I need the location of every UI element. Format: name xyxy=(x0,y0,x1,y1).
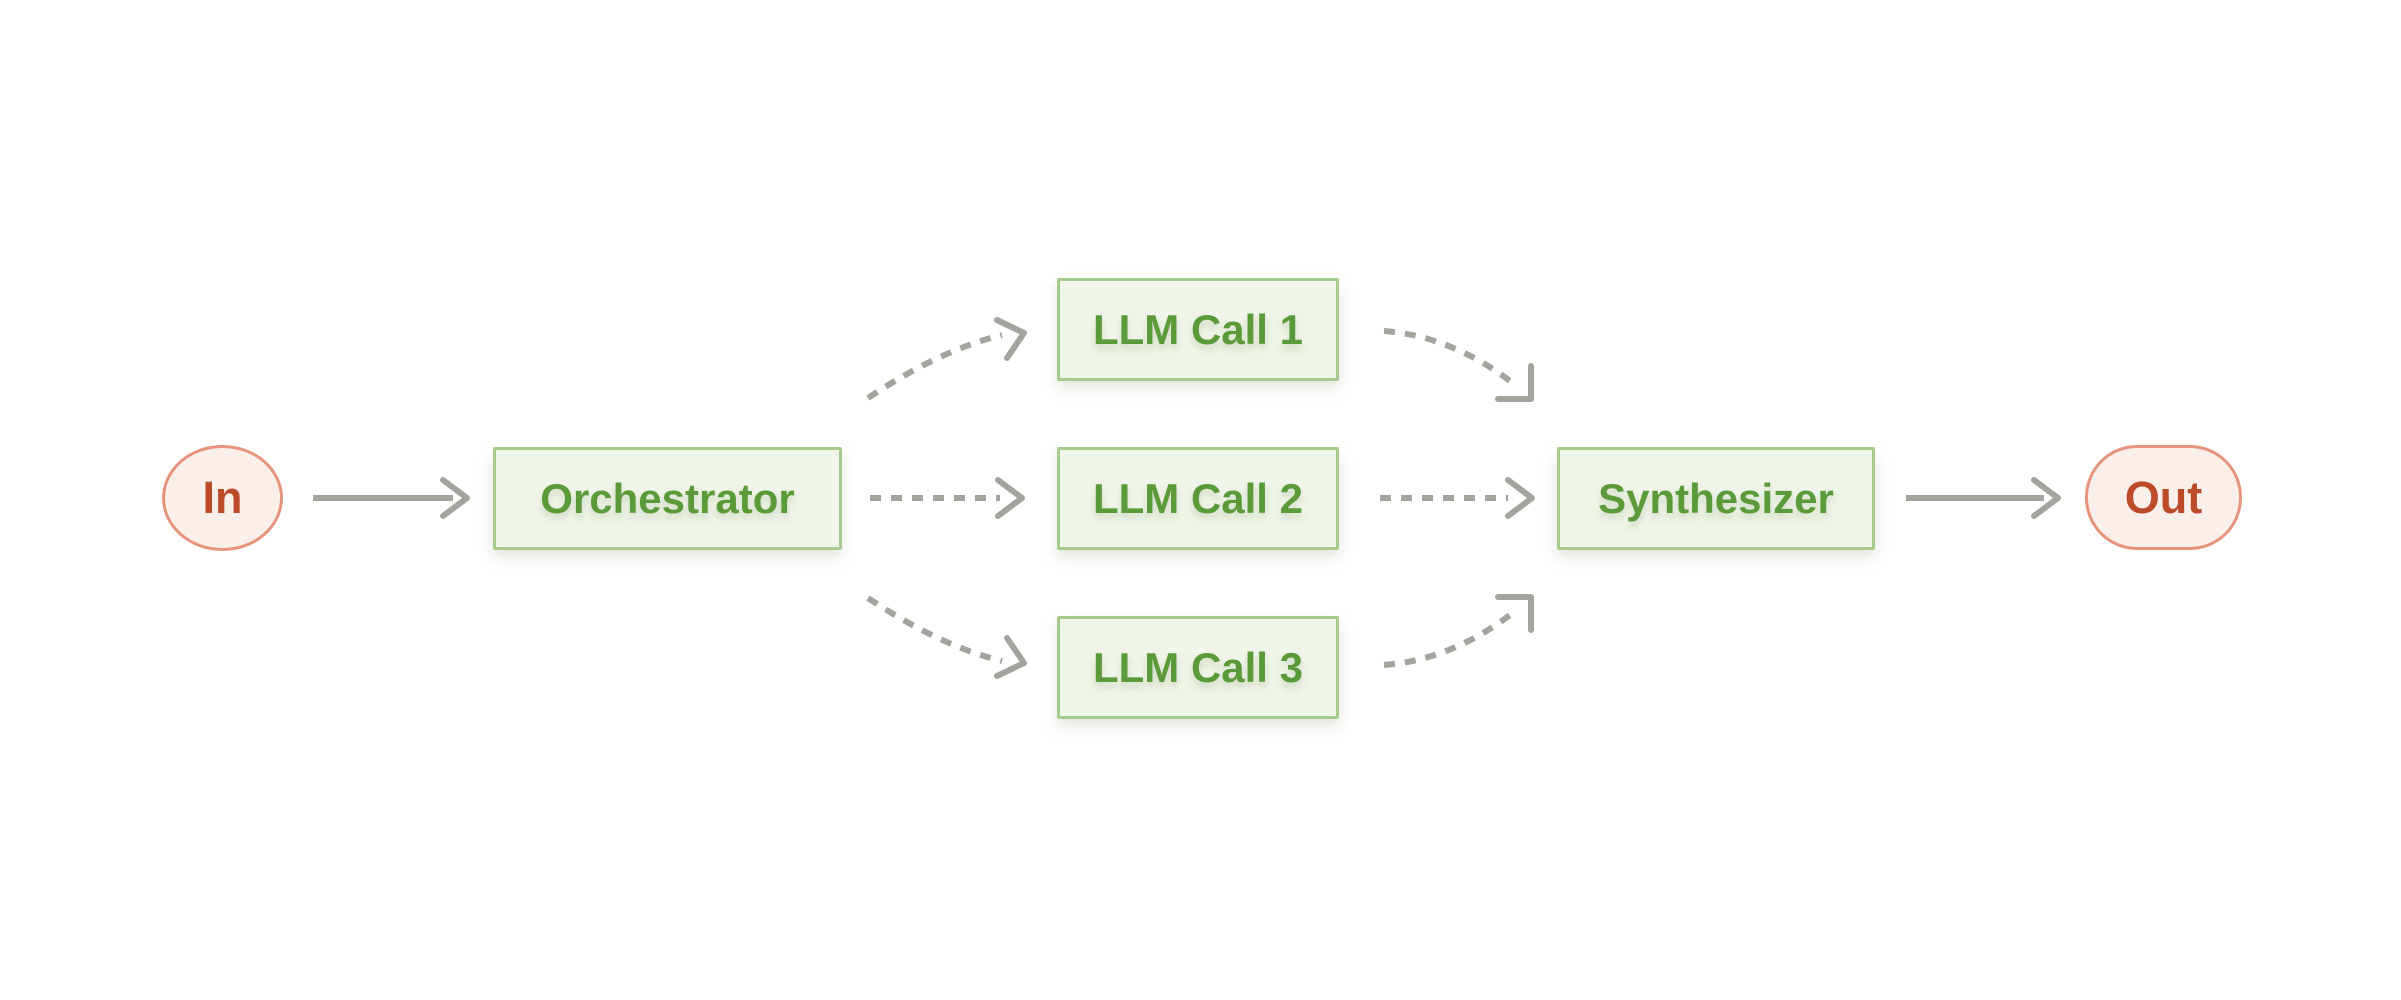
node-synthesizer-label: Synthesizer xyxy=(1598,474,1834,522)
node-out: Out xyxy=(2085,445,2242,550)
node-in-label: In xyxy=(202,472,243,523)
arrowhead-icon xyxy=(1505,477,1535,519)
node-orchestrator: Orchestrator xyxy=(493,447,842,550)
edge-llm-call-3-to-synthesizer xyxy=(1383,594,1534,668)
edge-orchestrator-to-llm-call-2 xyxy=(870,477,1025,519)
arrowhead-icon xyxy=(2031,477,2061,519)
arrowhead-icon xyxy=(440,477,470,519)
node-llm-call-1-label: LLM Call 1 xyxy=(1092,305,1304,353)
corner-arrowhead-icon xyxy=(1495,363,1534,402)
edge-orchestrator-to-llm-call-1 xyxy=(866,317,1027,401)
edge-synthesizer-to-out xyxy=(1906,477,2061,519)
corner-arrowhead-icon xyxy=(1495,594,1534,633)
edge-llm-call-2-to-synthesizer xyxy=(1380,477,1535,519)
edge-llm-call-1-to-synthesizer xyxy=(1383,328,1534,402)
arrowhead-icon xyxy=(994,317,1027,361)
node-llm-call-2-label: LLM Call 2 xyxy=(1092,474,1304,522)
edge-orchestrator-to-llm-call-3 xyxy=(866,595,1027,679)
node-llm-call-1: LLM Call 1 xyxy=(1057,278,1339,381)
node-llm-call-2: LLM Call 2 xyxy=(1057,447,1339,550)
arrowhead-icon xyxy=(994,635,1027,679)
node-llm-call-3: LLM Call 3 xyxy=(1057,616,1339,719)
edge-in-to-orchestrator xyxy=(313,477,470,519)
arrowhead-icon xyxy=(995,477,1025,519)
node-synthesizer: Synthesizer xyxy=(1557,447,1875,550)
node-llm-call-3-label: LLM Call 3 xyxy=(1092,643,1304,691)
node-out-label: Out xyxy=(2124,471,2203,523)
node-orchestrator-label: Orchestrator xyxy=(540,474,795,522)
node-in: In xyxy=(162,445,283,551)
